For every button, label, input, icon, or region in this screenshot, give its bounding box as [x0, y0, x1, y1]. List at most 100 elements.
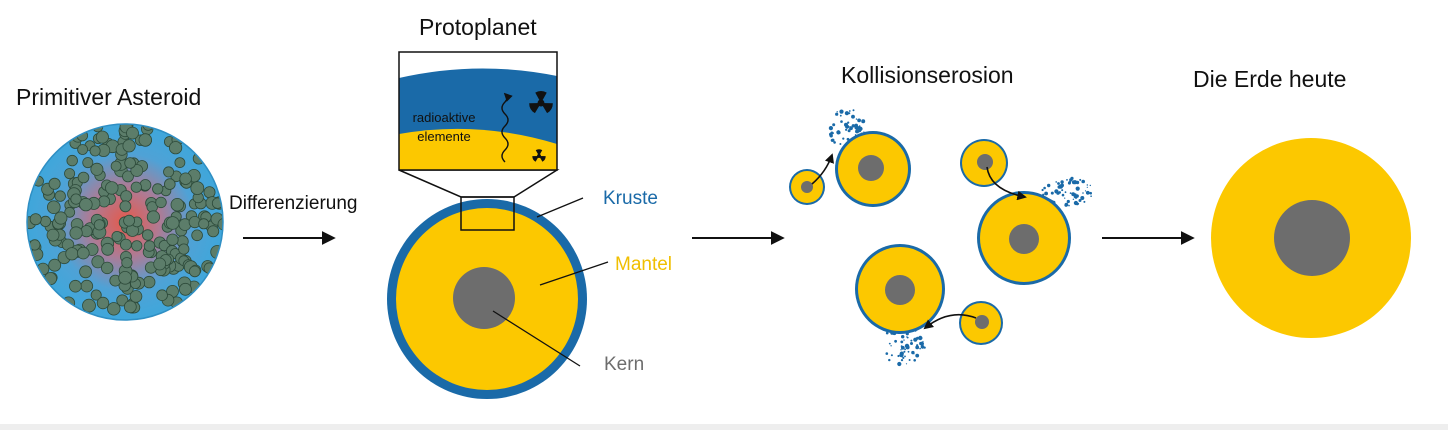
chondrule — [91, 255, 105, 269]
debris-particle — [913, 353, 915, 355]
chondrule — [29, 213, 42, 226]
protoplanet — [387, 51, 609, 399]
chondrule — [189, 265, 201, 278]
debris-particle — [1071, 180, 1076, 185]
debris-particle — [1061, 193, 1065, 197]
debris-particle — [838, 131, 841, 134]
chondrule — [203, 186, 216, 199]
chondrule — [191, 229, 203, 242]
differentiation-label: Differenzierung — [229, 193, 358, 214]
debris-particle — [918, 335, 923, 341]
chondrule — [101, 242, 115, 256]
debris-particle — [900, 349, 902, 351]
debris-particle — [1068, 181, 1072, 184]
debris-particle — [1044, 191, 1048, 196]
earth-today — [1211, 138, 1411, 338]
debris-particle — [888, 342, 891, 345]
debris-particle — [1086, 184, 1089, 186]
debris-particle — [835, 112, 839, 116]
debris-particle — [842, 137, 845, 140]
debris-particle — [890, 345, 892, 347]
inset-zoom — [398, 51, 558, 171]
chondrule — [100, 261, 114, 275]
debris-particle — [1064, 191, 1067, 194]
chondrule — [69, 279, 82, 293]
debris-particle — [1061, 189, 1064, 192]
debris-particle — [1083, 200, 1086, 203]
debris-particle — [849, 126, 853, 131]
debris-particle — [888, 358, 891, 362]
debris-particle — [1073, 194, 1078, 199]
debris-particle — [919, 341, 925, 346]
chondrule — [138, 133, 153, 147]
chondrule — [146, 210, 160, 224]
chondrule — [105, 181, 119, 195]
debris-particle — [885, 352, 889, 355]
debris-particle — [837, 130, 840, 132]
wavy-arrow-icon — [501, 92, 513, 163]
radioactive-label-line1: radioaktive — [412, 110, 476, 125]
debris-particle — [830, 131, 834, 135]
chondrule — [80, 279, 94, 293]
chondrule — [155, 196, 167, 209]
primitive-asteroid — [26, 123, 224, 321]
debris-particle — [861, 119, 866, 124]
chondrule — [169, 141, 183, 155]
debris-particle — [1055, 181, 1057, 183]
debris-particle — [900, 345, 905, 350]
debris-particle — [1066, 179, 1068, 181]
debris-particle — [845, 128, 848, 131]
debris-particle — [1075, 180, 1080, 185]
earth-core — [1274, 200, 1350, 276]
chondrule — [77, 171, 90, 184]
debris-particle — [910, 339, 913, 342]
debris-particle — [1043, 186, 1046, 190]
debris-particle — [844, 111, 850, 116]
chondrule — [207, 225, 220, 238]
chondrule — [79, 265, 92, 279]
chondrule — [120, 190, 133, 203]
debris-particle — [839, 109, 844, 114]
chondrule — [64, 168, 76, 180]
chondrule — [165, 216, 180, 230]
debris-particle — [903, 350, 906, 353]
debris-particle — [894, 339, 897, 343]
chondrule — [152, 183, 164, 195]
debris-particle — [1089, 184, 1092, 187]
debris-particle — [1078, 199, 1082, 202]
chondrule — [48, 258, 62, 272]
debris-particle — [1054, 189, 1059, 194]
chondrule — [90, 162, 104, 176]
debris-particle — [885, 331, 889, 335]
debris-particle — [901, 335, 905, 339]
chondrule — [77, 144, 88, 155]
chondrule — [70, 193, 82, 205]
debris-particle — [1068, 204, 1070, 207]
chondrule — [122, 139, 136, 153]
chondrule — [48, 177, 61, 190]
radioactive-label-line2: elemente — [417, 129, 471, 144]
debris-particle — [1079, 178, 1082, 181]
chondrule — [178, 243, 190, 255]
chondrule — [93, 219, 106, 231]
crust-label: Kruste — [603, 188, 658, 209]
chondrule — [130, 181, 142, 193]
debris-particle — [1064, 197, 1066, 199]
chondrule — [129, 290, 143, 303]
chondrule — [142, 124, 154, 131]
debris-particle — [899, 353, 904, 358]
chondrule — [121, 257, 133, 269]
mantle-label: Mantel — [615, 254, 673, 275]
debris-particle — [910, 342, 913, 345]
debris-particle — [897, 361, 902, 367]
chondrule — [118, 270, 132, 285]
debris-particle — [1082, 192, 1084, 194]
chondrule — [131, 240, 143, 252]
debris-particle — [836, 111, 838, 113]
debris-particle — [915, 353, 920, 358]
chondrule — [120, 238, 132, 251]
chondrule — [126, 126, 139, 140]
debris-particle — [1072, 198, 1075, 200]
debris-particle — [828, 126, 834, 131]
debris-particle — [845, 124, 850, 129]
